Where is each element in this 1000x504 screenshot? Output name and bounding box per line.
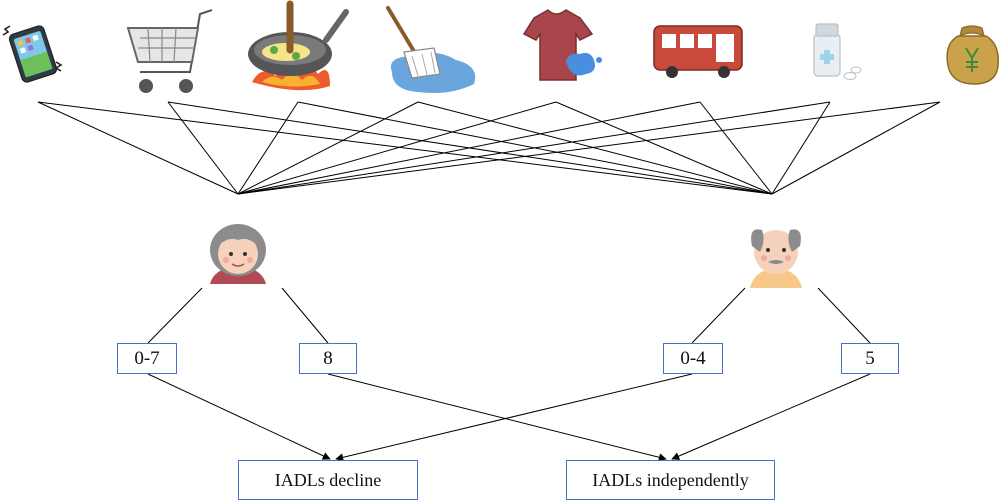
grandfather-icon [750, 229, 802, 288]
cooking-pan-icon [248, 0, 349, 91]
phone-icon [2, 25, 63, 83]
outcome-arrows [147, 373, 871, 462]
item-connector-lines [37, 101, 941, 195]
laundry-shirt-icon [522, 9, 602, 81]
female-low-score-box: 0-7 [117, 343, 177, 374]
medicine-icon [813, 23, 862, 80]
male-high-score-box: 5 [841, 343, 899, 374]
iadls-independent-box: IADLs independently [566, 460, 775, 500]
iadls-decline-box: IADLs decline [238, 460, 418, 500]
shopping-cart-icon [126, 9, 213, 93]
grandmother-icon [210, 224, 266, 284]
female-high-score-box: 8 [299, 343, 357, 374]
bus-icon [653, 25, 743, 78]
mop-icon [386, 6, 476, 93]
money-bag-icon [946, 25, 999, 85]
male-low-score-box: 0-4 [663, 343, 723, 374]
person-connector-lines [147, 287, 871, 344]
